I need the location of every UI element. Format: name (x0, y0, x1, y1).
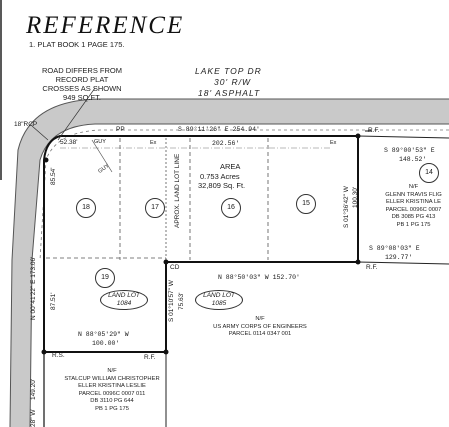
road-note-line: RECORD PLAT (55, 75, 109, 84)
road-note-line: CROSSES AS SHOWN (42, 84, 122, 93)
guy-wire (91, 139, 113, 173)
bottom-left-dist-label: 149.20' (30, 378, 37, 400)
corner-pin-nw (43, 157, 49, 163)
reference-note: 1. PLAT BOOK 1 PAGE 175. (29, 40, 125, 49)
owner-line: N/F (408, 184, 419, 190)
rf-label: R.F. (366, 264, 378, 271)
cd-label: CD (170, 264, 180, 271)
area-title: AREA (220, 162, 241, 171)
area-sqft: 32,809 Sq. Ft. (198, 181, 246, 190)
owner-line: GLENN TRAVIS FLIG (385, 191, 442, 198)
left-dist-label: 87.51' (50, 292, 57, 310)
land-lot-1084: LAND LOT 1084 (100, 290, 148, 310)
corner-pin-se (355, 259, 361, 265)
area-acres: 0.753 Acres (200, 172, 240, 181)
left-bearing-label: N 00°41'22" E 173.06' (30, 256, 37, 320)
owner-line: N/F (255, 316, 265, 322)
rs-label: R.S. (52, 352, 65, 359)
corner-pin-sw (41, 349, 47, 355)
easement-label: Ex (150, 140, 157, 146)
owner-line: PARCEL 0114 0347 001 (228, 331, 292, 337)
low-dist-label: 100.00' (92, 340, 120, 347)
owner-line: US ARMY CORPS OF ENGINEERS (213, 323, 307, 330)
property-boundary (43, 135, 359, 353)
lot-number-17: 17 (145, 198, 165, 218)
lot-number-18: 18 (76, 198, 96, 218)
asphalt-road (10, 99, 449, 427)
owner-line: PARCEL 0096C 0007 (385, 206, 442, 213)
se-bearing-label: S 89°08'03" E (369, 245, 420, 252)
rf-label: R.F. (144, 354, 156, 361)
lot-number-19: 19 (95, 268, 115, 288)
rcp-label: 18"RCP (14, 121, 38, 128)
right-dist-label: 100.30' (352, 186, 359, 208)
low-bearing-label: N 88°05'29" W (78, 331, 129, 338)
owner-line: N/F (107, 368, 117, 374)
ne-dist-label: 148.52' (399, 156, 427, 163)
chord-label: 85.54' (50, 167, 57, 185)
owner-block-glenn: N/F GLENN TRAVIS FLIG ELLER KRISTINA LE … (378, 184, 449, 229)
right-of-way-line (39, 129, 449, 261)
corner-pin-ne (355, 133, 361, 139)
land-lot-number: 1085 (211, 300, 227, 307)
owner-line: DB 3110 PG 644 (90, 398, 134, 404)
owner-block-corps: N/F US ARMY CORPS OF ENGINEERS PARCEL 01… (200, 316, 320, 339)
lot-line-ne (357, 135, 449, 139)
road-note-line: ROAD DIFFERS FROM (42, 66, 122, 75)
owner-line: PARCEL 0096C 0007 011 (78, 390, 146, 397)
road-note-leader (57, 87, 96, 141)
street-surface: 18' ASPHALT (198, 88, 261, 98)
owner-line: STALCUP WILLIAM CHRISTOPHER (64, 375, 160, 382)
street-name: LAKE TOP DR (195, 66, 262, 76)
top-bearing-label: S 89°11'26" E 254.94' (178, 126, 260, 133)
lot-number-14: 14 (419, 163, 439, 183)
area-block: AREA (220, 162, 240, 171)
owner-line: DB 3085 PG 413 (391, 214, 436, 220)
easement-label: Ex (330, 140, 337, 146)
owner-line: ELLER KRISTINA LE (385, 199, 442, 205)
land-lot-number: 1084 (116, 300, 132, 307)
rf-label: R.F. (368, 127, 380, 134)
arc-label: 52.38' (60, 139, 78, 146)
mid-bearing-label: S 01°10'57" W (168, 280, 175, 322)
bottom-left-bearing-label: 28" W (30, 409, 37, 427)
guy-label: GUY (94, 139, 106, 145)
owner-line: PB 1 PG 175 (95, 405, 129, 412)
corner-pin-mid (163, 259, 169, 265)
owner-line: ELLER KRISTINA LESLIE (78, 383, 146, 389)
bottom-bearing-label: N 88°50'03" W 152.70' (218, 274, 300, 281)
lot-line-se (357, 261, 449, 265)
land-lot-label: LAND LOT (108, 292, 140, 299)
dim-202-label: 202.56' (212, 140, 240, 147)
rcp-leader (31, 125, 49, 141)
street-row: 30' R/W (214, 77, 251, 87)
lot-number-16: 16 (221, 198, 241, 218)
land-lot-1085: LAND LOT 1085 (195, 290, 243, 310)
road-note: ROAD DIFFERS FROM RECORD PLAT CROSSES AS… (42, 66, 122, 102)
road-edge-inner (29, 123, 449, 427)
corner-pin-s (163, 349, 169, 355)
pp-label: PP (116, 126, 125, 133)
se-dist-label: 129.77' (385, 254, 413, 261)
land-lot-line-label: APROX. LAND LOT LINE (174, 153, 181, 228)
land-lot-label: LAND LOT (203, 292, 235, 299)
page-title: REFERENCE (26, 12, 185, 39)
ne-bearing-label: S 89°00'53" E (384, 147, 435, 154)
road-note-line: 949 SQ.FT. (63, 93, 101, 102)
lot-number-15: 15 (296, 194, 316, 214)
road-edge-outer (9, 98, 449, 427)
owner-block-stalcup: N/F STALCUP WILLIAM CHRISTOPHER ELLER KR… (52, 368, 172, 413)
owner-line: PB 1 PG 175 (396, 221, 431, 228)
mid-dist-label: 75.63' (178, 292, 185, 310)
right-bearing-label: S 01°36'42" W (343, 186, 350, 228)
